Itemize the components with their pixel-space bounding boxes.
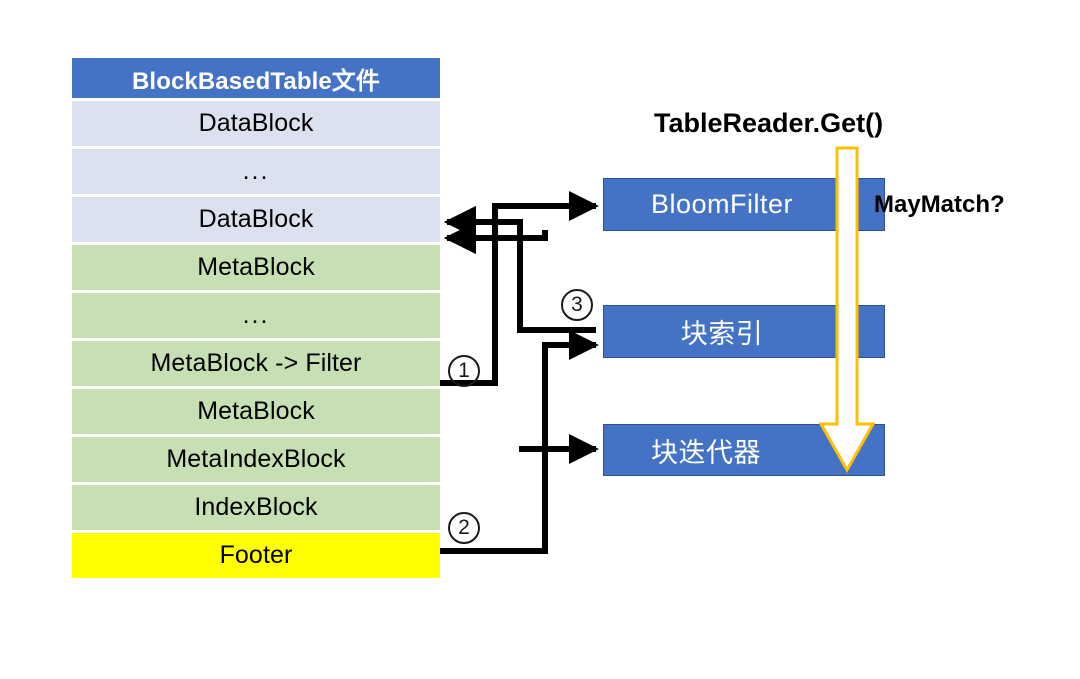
step-number-1: 1 xyxy=(448,355,480,387)
component-blockiterator-label: 块迭代器 xyxy=(651,437,761,468)
stack-row-metablock-2: MetaBlock xyxy=(72,389,440,434)
stack-row-metablock-filter: MetaBlock -> Filter xyxy=(72,341,440,386)
step-number-3: 3 xyxy=(561,289,593,321)
tablereader-get-title: TableReader.Get() xyxy=(654,108,884,138)
step-number-2: 2 xyxy=(448,512,480,544)
component-bloomfilter: BloomFilter xyxy=(603,178,885,231)
stack-row-datablock-1: DataBlock xyxy=(72,101,440,146)
blockbasedtable-file-stack: BlockBasedTable文件 DataBlock ... DataBloc… xyxy=(72,58,440,578)
stack-row-datablock-ellipsis: ... xyxy=(72,149,440,194)
component-blockindex-label: 块索引 xyxy=(680,319,764,349)
component-blockiterator: 块迭代器 xyxy=(603,424,885,476)
stack-row-metaindexblock: MetaIndexBlock xyxy=(72,437,440,482)
stack-row-metablock-1: MetaBlock xyxy=(72,245,440,290)
stack-row-datablock-2: DataBlock xyxy=(72,197,440,242)
component-blockindex: 块索引 xyxy=(603,305,885,358)
component-bloomfilter-label: BloomFilter xyxy=(650,189,794,219)
stack-row-footer: Footer xyxy=(72,533,440,578)
maymatch-label: MayMatch? xyxy=(874,191,1005,218)
wire-bloomfilter-return xyxy=(443,221,548,255)
stack-row-indexblock: IndexBlock xyxy=(72,485,440,530)
stack-row-metablock-ellipsis: ... xyxy=(72,293,440,338)
file-stack-header: BlockBasedTable文件 xyxy=(72,58,440,98)
